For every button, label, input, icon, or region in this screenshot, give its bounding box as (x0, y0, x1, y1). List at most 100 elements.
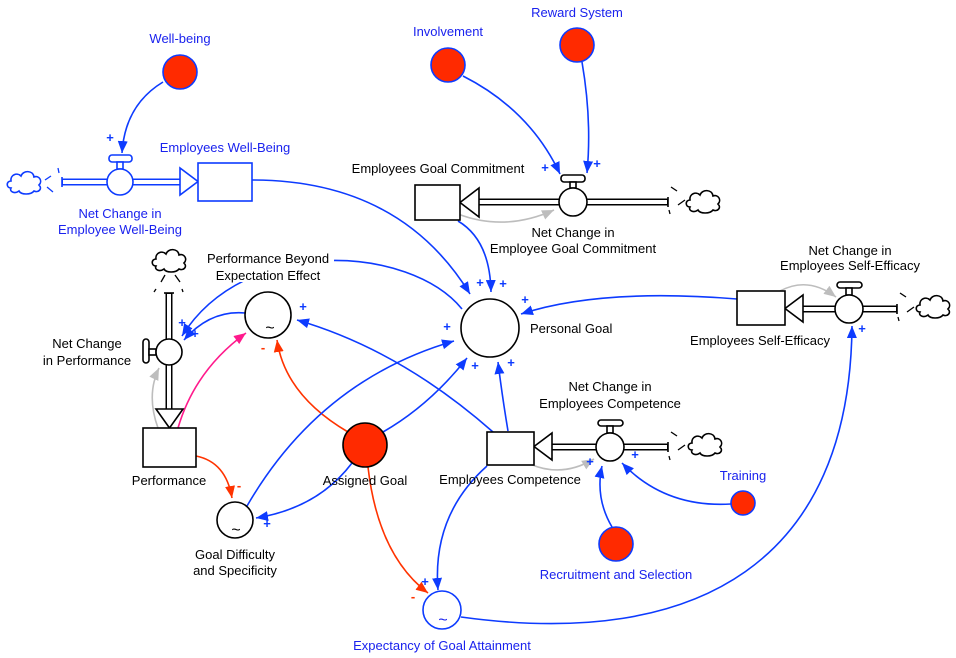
source-dash (668, 209, 671, 215)
label-pbee-line2: Expectation Effect (216, 268, 321, 283)
polarity-sign: + (631, 447, 639, 462)
flow-net-change-performance (142, 248, 187, 430)
constant-training (730, 490, 756, 516)
polarity-sign: - (411, 589, 415, 604)
flow-arrowhead-icon (783, 293, 804, 324)
link-commitment-to-personal-goal (457, 220, 496, 293)
label-pbee-line1: Performance Beyond (207, 251, 329, 266)
polarity-sign: + (593, 156, 601, 171)
source-dash (153, 288, 157, 293)
link-assigned-goal-to-pbee (273, 339, 349, 433)
valve-stem-icon (148, 348, 157, 356)
source-dash (906, 306, 915, 313)
constant-well-being (162, 54, 198, 90)
polarity-sign: + (421, 574, 429, 589)
valve-icon (155, 338, 183, 366)
valve-stem-icon (845, 287, 853, 296)
aux-personal-goal (460, 298, 520, 358)
valve-stem-icon (606, 425, 614, 434)
valve-handle-icon (597, 419, 624, 427)
polarity-sign: + (263, 516, 271, 531)
link-expectancy-to-netchange-selfefficacy (460, 325, 857, 625)
link-reward-to-netchange-commitment (581, 61, 594, 174)
source-dash (46, 186, 54, 193)
lookup-tilde-icon: ~ (265, 320, 274, 337)
flow-net-change-competence (532, 419, 723, 462)
label-employees-self-efficacy: Employees Self-Efficacy (690, 333, 830, 348)
label-assigned-goal: Assigned Goal (323, 473, 408, 488)
link-performance-to-netchange-performance (149, 367, 160, 429)
links (117, 61, 857, 625)
valve-handle-icon (108, 154, 133, 163)
link-goal-difficulty-to-personal-goal (246, 339, 455, 507)
valve-handle-icon (560, 174, 586, 183)
flow-net-change-goal-commitment (458, 174, 721, 219)
label-net-change-well-being-line2: Employee Well-Being (58, 222, 182, 237)
label-recruitment-selection: Recruitment and Selection (540, 567, 692, 582)
label-employees-goal-commitment: Employees Goal Commitment (352, 161, 525, 176)
label-training: Training (720, 468, 766, 483)
link-wellbeing-to-netchange-wellbeing (117, 81, 164, 154)
link-pbee-to-netchange-performance (183, 311, 246, 341)
link-assigned-goal-to-goal-difficulty (255, 462, 353, 522)
polarity-sign: - (237, 478, 241, 493)
link-training-to-netchange-competence (621, 462, 732, 506)
source-dash (677, 199, 686, 206)
stock-employees-goal-commitment (414, 184, 461, 221)
source-dash (181, 288, 184, 293)
label-goal-difficulty-line2: and Specificity (193, 563, 277, 578)
flow-net-change-self-efficacy (783, 281, 951, 324)
label-employees-competence: Employees Competence (439, 472, 581, 487)
valve-stem-icon (116, 161, 124, 170)
link-involvement-to-netchange-commitment (462, 75, 561, 175)
lookup-tilde-icon: ~ (231, 522, 240, 539)
polarity-sign: + (178, 315, 186, 330)
label-well-being: Well-being (149, 31, 210, 46)
polarity-sign: + (106, 130, 114, 145)
link-assigned-goal-to-personal-goal (382, 357, 468, 433)
valve-handle-icon (836, 281, 863, 289)
valve-stem-icon (569, 181, 577, 189)
source-dash (57, 167, 60, 174)
source-dash (668, 455, 671, 461)
valve-icon (106, 168, 134, 196)
source-dash (174, 274, 181, 283)
valve-icon (595, 432, 625, 462)
polarity-sign: + (299, 299, 307, 314)
polarity-sign: + (476, 275, 484, 290)
polarity-signs: + + + + + + + + + - + - + + + + + + - + (106, 130, 866, 604)
flow-arrowhead-icon (154, 408, 185, 430)
label-net-change-performance-line2: in Performance (43, 353, 131, 368)
link-assigned-goal-to-expectancy (367, 466, 429, 594)
cloud-icon (151, 248, 187, 273)
lookup-tilde-icon: ~ (438, 612, 447, 629)
cloud-icon (915, 294, 951, 319)
label-goal-difficulty-line1: Goal Difficulty (195, 547, 275, 562)
flow-net-change-well-being (6, 154, 200, 197)
label-expectancy-goal-attainment: Expectancy of Goal Attainment (353, 638, 531, 653)
source-dash (160, 274, 166, 283)
source-dash (897, 316, 900, 322)
polarity-sign: + (541, 160, 549, 175)
link-selfefficacy-to-personal-goal (520, 294, 738, 316)
link-wellbeing-stock-to-personal-goal (251, 179, 471, 295)
link-performance-to-pbee (177, 332, 247, 429)
source-dash (44, 175, 52, 181)
label-net-change-self-efficacy-line2: Employees Self-Efficacy (780, 258, 920, 273)
label-net-change-self-efficacy-line1: Net Change in (808, 243, 891, 258)
lookup-expectancy-goal-attainment (422, 590, 462, 630)
flow-arrowhead-icon (532, 431, 553, 462)
link-performance-to-goal-difficulty (195, 455, 235, 499)
label-net-change-performance-line1: Net Change (52, 336, 121, 351)
lookup-performance-beyond-expectation-effect (244, 291, 292, 339)
label-net-change-well-being-line1: Net Change in (78, 206, 161, 221)
polarity-sign: + (586, 454, 594, 469)
link-selfefficacy-to-netchange-selfefficacy (779, 284, 837, 298)
constant-recruitment-selection (598, 526, 634, 562)
link-competence-to-expectancy (432, 465, 488, 591)
polarity-sign: - (261, 340, 265, 355)
label-net-change-competence-line2: Employees Competence (539, 396, 681, 411)
label-reward-system: Reward System (531, 5, 623, 20)
